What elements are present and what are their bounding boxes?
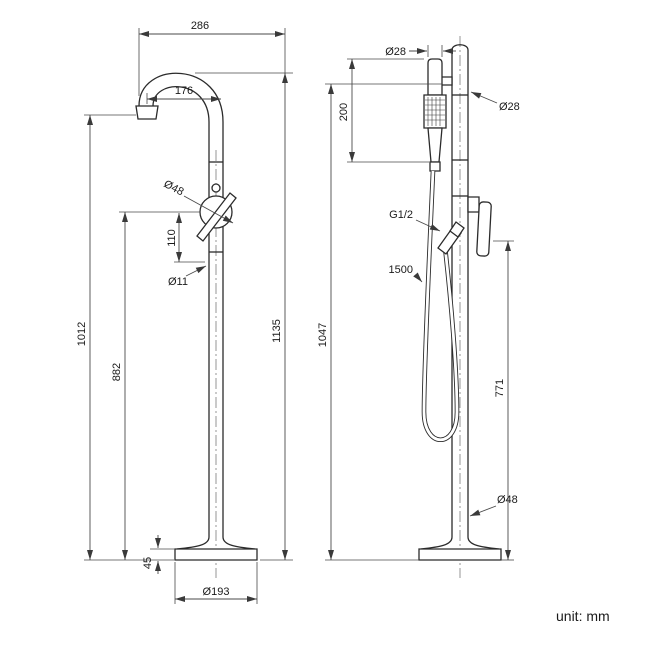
dim-label-column-height: 1047 [317,323,329,347]
dim-label-base-diameter: Ø193 [203,586,230,598]
dim-label-column-diameter: Ø48 [497,494,518,506]
dim-spout-reach: 176 [146,85,221,104]
base-flare-right [222,536,256,550]
dim-hose-length: 1500 [389,264,423,283]
dim-handle-offset: 110 [119,211,205,263]
side-view: Ø28 Ø28 200 G1/2 1500 1047 [317,36,520,578]
diverter-button [211,183,221,193]
dim-label-spout-pipe-diameter: Ø28 [499,101,520,113]
dim-label-base-thickness: 45 [142,557,154,569]
dim-base-diameter: Ø193 [174,562,258,604]
base-flare-right [467,536,500,550]
unit-label: unit: mm [556,608,610,624]
hose-nut [429,161,441,172]
dim-hose-pipe-diameter: Ø11 [168,265,207,288]
dim-label-overall-height: 1135 [271,319,283,343]
front-view: 286 176 Ø48 110 Ø11 [76,20,293,604]
dim-label-spout-outlet-height: 1012 [76,322,88,346]
dim-label-overall-width: 286 [191,20,209,32]
dim-label-handshower-length: 200 [338,103,350,121]
handshower-spray-grid [425,97,445,126]
dim-inlet-connection: G1/2 [389,209,441,232]
dim-spout-outlet-height: 1012 [76,114,174,561]
hose-elbow-nut [449,221,465,238]
lever-handle-front [196,192,237,242]
spout-inner-outline [152,86,210,537]
dim-label-hose-length: 1500 [389,264,413,276]
dim-label-mixer-height: 882 [111,363,123,381]
lever-handle-side [476,201,492,257]
handshower-handle [427,127,443,163]
dim-column-height: 1047 [317,83,442,561]
shower-hose-inner [422,170,459,441]
dim-column-diameter: Ø48 [469,494,518,517]
dim-spout-pipe-diameter: Ø28 [470,91,520,113]
dim-mixer-height: 882 [111,212,128,560]
spout-outer-outline [138,72,224,537]
dim-label-handshower-diameter: Ø28 [385,46,406,58]
lever-mount [467,196,480,213]
dim-overall-width: 286 [138,20,286,96]
dim-label-valve-diameter: Ø48 [162,178,186,198]
base-flare-left [420,536,453,550]
spout-nozzle [135,105,159,120]
dim-label-spout-reach: 176 [175,85,193,97]
dim-handshower-diameter: Ø28 [385,45,456,58]
dim-label-handle-height: 771 [494,379,506,397]
dim-overall-height: 1135 [195,72,293,561]
base-flare-left [176,536,210,550]
dim-label-handle-offset: 110 [166,229,178,247]
dim-label-inlet-connection: G1/2 [389,209,413,221]
base-plate-front [174,548,258,561]
dim-base-thickness: 45 [142,535,175,574]
base-plate-side [418,548,502,561]
dim-handle-height: 771 [493,240,514,561]
dim-handshower-length: 200 [338,58,429,163]
handshower-neck [427,58,443,96]
dim-label-hose-pipe-diameter: Ø11 [168,276,188,288]
